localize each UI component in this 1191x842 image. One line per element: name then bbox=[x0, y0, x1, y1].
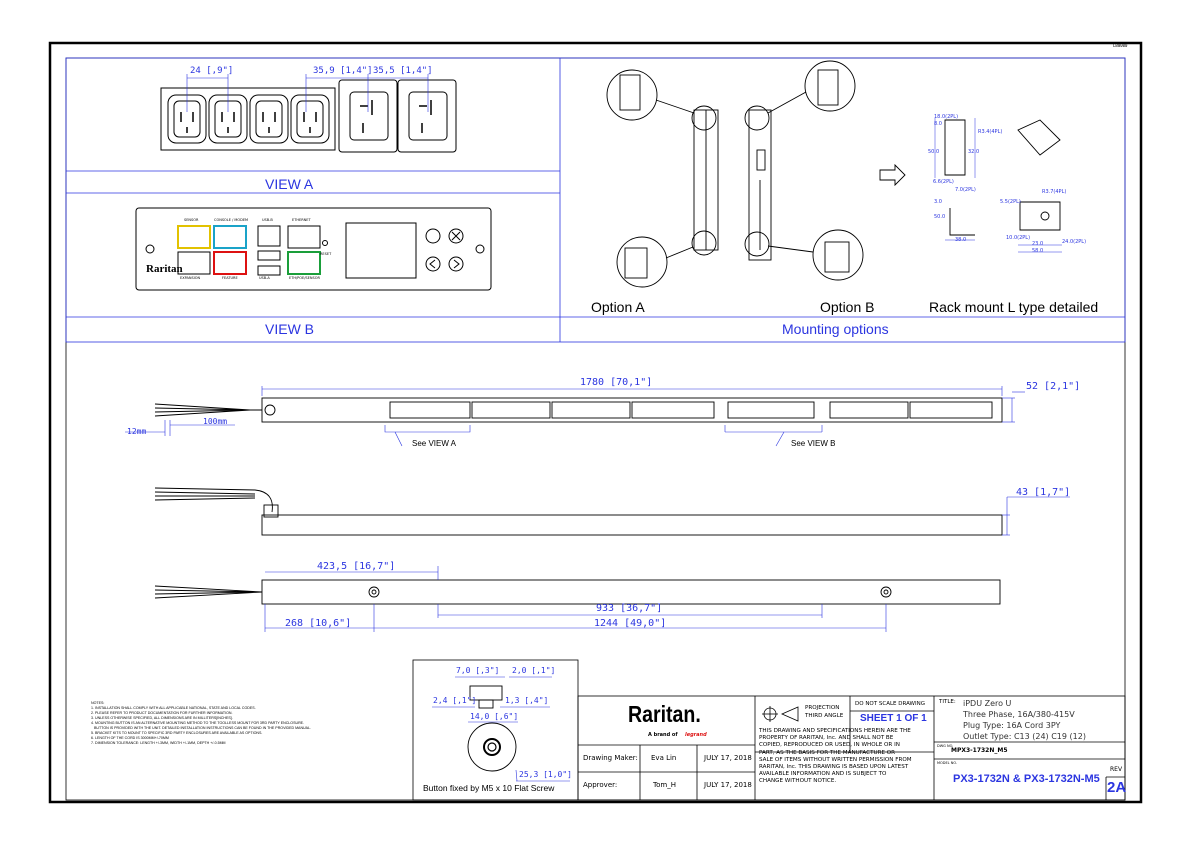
inner-border bbox=[65, 57, 1126, 801]
button-dim-3: 2,4 [,1"] bbox=[433, 696, 477, 705]
pdu-side-view-2 bbox=[154, 487, 1003, 536]
bottom-dim-4: 1244 [49,0"] bbox=[594, 618, 667, 629]
model-no: PX3-1732N & PX3-1732N-M5 bbox=[953, 773, 1100, 785]
controller-brand: Raritan bbox=[146, 263, 183, 275]
button-detail bbox=[412, 659, 579, 801]
see-view-b-callout: See VIEW B bbox=[791, 439, 836, 448]
disclaimer-text: THIS DRAWING AND SPECIFICATIONS HEREIN A… bbox=[759, 728, 912, 785]
title-line-4: Outlet Type: C13 (24) C19 (12) bbox=[963, 732, 1086, 741]
sheet-corner-code: LB0000 bbox=[1113, 43, 1128, 48]
bottom-dim-1: 423,5 [16,7"] bbox=[317, 561, 396, 572]
dwg-no: MPX3-1732N_M5 bbox=[951, 747, 1008, 754]
sheet-number: SHEET 1 OF 1 bbox=[860, 713, 927, 724]
lmount-dim-10: 38.0 bbox=[955, 237, 967, 243]
port-label-expansion: EXPANSION bbox=[180, 276, 201, 280]
view-b-controller bbox=[135, 207, 492, 291]
lmount-dim-5: 32.0 bbox=[968, 149, 980, 155]
cord-length-dim: 100mm bbox=[203, 417, 228, 426]
approver-label: Approver: bbox=[583, 781, 618, 789]
view-panels bbox=[65, 57, 1126, 343]
lmount-dim-12: R3.7(4PL) bbox=[1042, 189, 1067, 195]
port-label-eth-poe: ETH/POE/SENSOR bbox=[289, 276, 320, 280]
side-view-1-dims bbox=[125, 386, 1025, 447]
mounting-options-label: Mounting options bbox=[782, 321, 889, 337]
view-a-pitch-dim: 24 [,9"] bbox=[190, 66, 234, 76]
title-label: TITLE: bbox=[939, 699, 956, 705]
option-a-label: Option A bbox=[591, 299, 645, 315]
bottom-dim-2: 933 [36,7"] bbox=[596, 603, 663, 614]
lmount-dim-4: 50.0 bbox=[928, 149, 940, 155]
side-view-2-dims bbox=[1002, 496, 1070, 536]
approver-date: JULY 17, 2018 bbox=[704, 781, 752, 789]
button-detail-caption: Button fixed by M5 x 10 Flat Screw bbox=[423, 783, 555, 793]
button-dim-4: 1,3 [,4"] bbox=[505, 696, 549, 705]
drawing-maker-label: Drawing Maker: bbox=[583, 754, 638, 762]
bottom-dim-3: 268 [10,6"] bbox=[285, 618, 352, 629]
width-dim: 52 [2,1"] bbox=[1026, 381, 1081, 392]
lmount-dim-14: 23.0 bbox=[1032, 241, 1044, 247]
port-label-sensor: SENSOR bbox=[184, 218, 199, 222]
lmount-dim-11: 5.5(2PL) bbox=[1000, 199, 1021, 205]
mounting-drawings bbox=[606, 60, 1061, 288]
lmount-dim-16: 24.0(2PL) bbox=[1062, 239, 1087, 245]
option-b-label: Option B bbox=[820, 299, 875, 315]
title-block-brand-sub: A brand of bbox=[648, 732, 678, 738]
title-line-2: Three Phase, 16A/380-415V bbox=[963, 710, 1075, 719]
lmount-dim-2: 8.0 bbox=[934, 121, 942, 127]
lmount-dim-15: 58.0 bbox=[1032, 248, 1044, 254]
title-block-brand: Raritan. bbox=[628, 701, 701, 727]
model-no-label: MODEL NO. bbox=[937, 761, 958, 765]
legrand-logo-text: legrand bbox=[685, 732, 707, 738]
title-line-1: iPDU Zero U bbox=[963, 699, 1012, 708]
drawing-maker-date: JULY 17, 2018 bbox=[704, 754, 752, 762]
outer-border bbox=[48, 41, 1143, 804]
rev-label: REV bbox=[1110, 766, 1123, 773]
view-a-c19-dim-b: 35,5 [1,4"] bbox=[373, 66, 433, 76]
button-dim-2: 2,0 [,1"] bbox=[512, 666, 556, 675]
lmount-dim-13: 10.0(2PL) bbox=[1006, 235, 1031, 241]
rev-value: 2A bbox=[1107, 779, 1127, 796]
drawing-maker-name: Eva Lin bbox=[651, 754, 677, 762]
port-label-usb-b: USB-B bbox=[262, 218, 273, 222]
pdu-bottom-view bbox=[154, 579, 1001, 605]
lmount-dim-6: 6.6(2PL) bbox=[933, 179, 954, 185]
length-dim: 1780 [70,1"] bbox=[580, 377, 653, 388]
view-a-c19-dim-a: 35,9 [1,4"] bbox=[313, 66, 373, 76]
title-block-lines bbox=[577, 695, 1126, 801]
do-not-scale-label: DO NOT SCALE DRAWING bbox=[855, 701, 925, 707]
cord-strip-dim: 12mm bbox=[127, 427, 147, 436]
view-a-label: VIEW A bbox=[265, 176, 314, 192]
rack-mount-label: Rack mount L type detailed bbox=[929, 299, 1099, 315]
depth-dim: 43 [1,7"] bbox=[1016, 487, 1071, 498]
dwg-no-label: DWG NO. bbox=[937, 744, 954, 748]
lmount-dim-7: 7.0(2PL) bbox=[955, 187, 976, 193]
button-dim-1: 7,0 [,3"] bbox=[456, 666, 500, 675]
port-label-console: CONSOLE / MODEM bbox=[214, 218, 249, 222]
drawing-notes: NOTES: 1. INSTALLATION SHALL COMPLY WITH… bbox=[91, 701, 312, 745]
lmount-dim-9: 50.0 bbox=[934, 214, 946, 220]
title-line-3: Plug Type: 16A Cord 3PY bbox=[963, 721, 1061, 730]
port-label-usb-a: USB-A bbox=[259, 276, 270, 280]
lmount-dim-8: 3.0 bbox=[934, 199, 942, 205]
projection-label: PROJECTION THIRD ANGLE bbox=[805, 705, 844, 719]
see-view-a-callout: See VIEW A bbox=[412, 439, 457, 448]
pdu-side-view-1 bbox=[154, 397, 1003, 423]
button-dim-5: 14,0 [,6"] bbox=[470, 712, 519, 721]
bottom-view-dims bbox=[264, 566, 887, 632]
port-label-reset: RESET bbox=[320, 252, 332, 256]
lmount-dim-3: R3.4(4PL) bbox=[978, 129, 1003, 135]
view-a-dim-lines bbox=[186, 74, 429, 112]
approver-name: Tom_H bbox=[653, 781, 676, 789]
lmount-dim-1: 18.0(2PL) bbox=[934, 114, 959, 120]
port-label-feature: FEATURE bbox=[222, 276, 238, 280]
view-a-outlets bbox=[160, 79, 457, 153]
port-label-ethernet: ETHERNET bbox=[292, 218, 311, 222]
button-dim-6: 25,3 [1,0"] bbox=[519, 770, 572, 779]
view-b-label: VIEW B bbox=[265, 321, 315, 337]
lmount-dim-lines bbox=[934, 118, 1062, 253]
